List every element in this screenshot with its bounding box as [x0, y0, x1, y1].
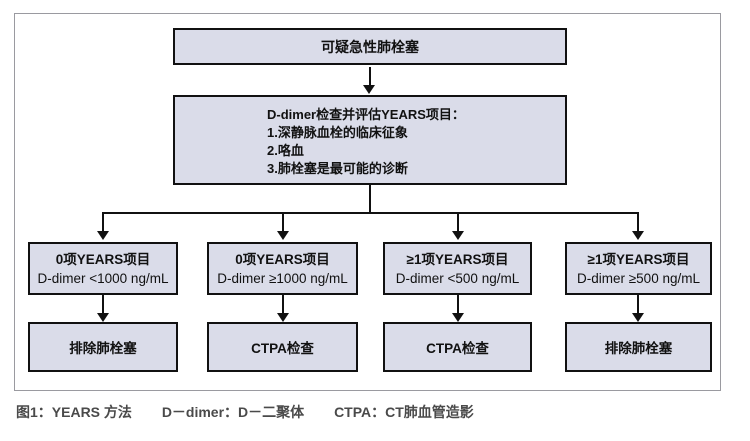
node-outcome-2: CTPA检查 — [207, 322, 358, 372]
node-branch-3: ≥1项YEARS项目 D-dimer <500 ng/mL — [383, 242, 532, 295]
outcome-4-label: 排除肺栓塞 — [604, 341, 673, 356]
connector-line — [457, 295, 459, 314]
node-suspected-pe-label: 可疑急性肺栓塞 — [321, 38, 419, 55]
caption-legend-dimer: D－dimer：D－二聚体 — [161, 404, 305, 420]
branch-2-dimer: D-dimer ≥1000 ng/mL — [217, 270, 348, 286]
node-outcome-3: CTPA检查 — [383, 322, 532, 372]
outcome-1-label: 排除肺栓塞 — [69, 341, 137, 356]
connector-stem — [369, 185, 371, 213]
connector-line — [637, 295, 639, 314]
branch-4-dimer: D-dimer ≥500 ng/mL — [577, 270, 700, 286]
node-dimer-assess: D-dimer检查并评估YEARS项目： 1.深静脉血栓的临床征象 2.咯血 3… — [173, 95, 567, 185]
node-suspected-pe: 可疑急性肺栓塞 — [173, 28, 567, 65]
arrow-down-icon — [452, 231, 464, 240]
arrow-down-icon — [632, 313, 644, 322]
connector-line — [102, 295, 104, 314]
arrow-down-icon — [452, 313, 464, 322]
connector-line — [102, 212, 104, 232]
node-branch-1: 0项YEARS项目 D-dimer <1000 ng/mL — [28, 242, 178, 295]
connector-line — [282, 212, 284, 232]
branch-3-criteria: ≥1项YEARS项目 — [406, 251, 509, 267]
arrow-down-icon — [363, 85, 375, 94]
caption-legend-ctpa: CTPA：CT肺血管造影 — [334, 404, 474, 420]
arrow-down-icon — [97, 231, 109, 240]
figure-caption: 图1：YEARS 方法 D－dimer：D－二聚体 CTPA：CT肺血管造影 — [16, 402, 500, 422]
connector-line — [369, 67, 371, 85]
node-branch-2: 0项YEARS项目 D-dimer ≥1000 ng/mL — [207, 242, 358, 295]
connector-line — [637, 212, 639, 232]
connector-rail — [102, 212, 639, 214]
arrow-down-icon — [97, 313, 109, 322]
assess-item-2: 2.咯血 — [267, 143, 304, 158]
branch-1-criteria: 0项YEARS项目 — [55, 251, 151, 267]
assess-title: D-dimer检查并评估YEARS项目： — [267, 107, 465, 122]
node-outcome-1: 排除肺栓塞 — [28, 322, 178, 372]
node-branch-4: ≥1项YEARS项目 D-dimer ≥500 ng/mL — [565, 242, 712, 295]
outcome-3-label: CTPA检查 — [426, 341, 489, 356]
connector-line — [457, 212, 459, 232]
arrow-down-icon — [632, 231, 644, 240]
branch-2-criteria: 0项YEARS项目 — [235, 251, 330, 267]
assess-item-1: 1.深静脉血栓的临床征象 — [267, 125, 408, 140]
connector-line — [282, 295, 284, 314]
arrow-down-icon — [277, 313, 289, 322]
branch-3-dimer: D-dimer <500 ng/mL — [395, 270, 520, 286]
branch-1-dimer: D-dimer <1000 ng/mL — [37, 270, 169, 286]
caption-label: 图1：YEARS 方法 — [16, 404, 132, 420]
branch-4-criteria: ≥1项YEARS项目 — [587, 251, 690, 267]
outcome-2-label: CTPA检查 — [251, 341, 314, 356]
arrow-down-icon — [277, 231, 289, 240]
assess-item-3: 3.肺栓塞是最可能的诊断 — [267, 161, 408, 176]
node-outcome-4: 排除肺栓塞 — [565, 322, 712, 372]
